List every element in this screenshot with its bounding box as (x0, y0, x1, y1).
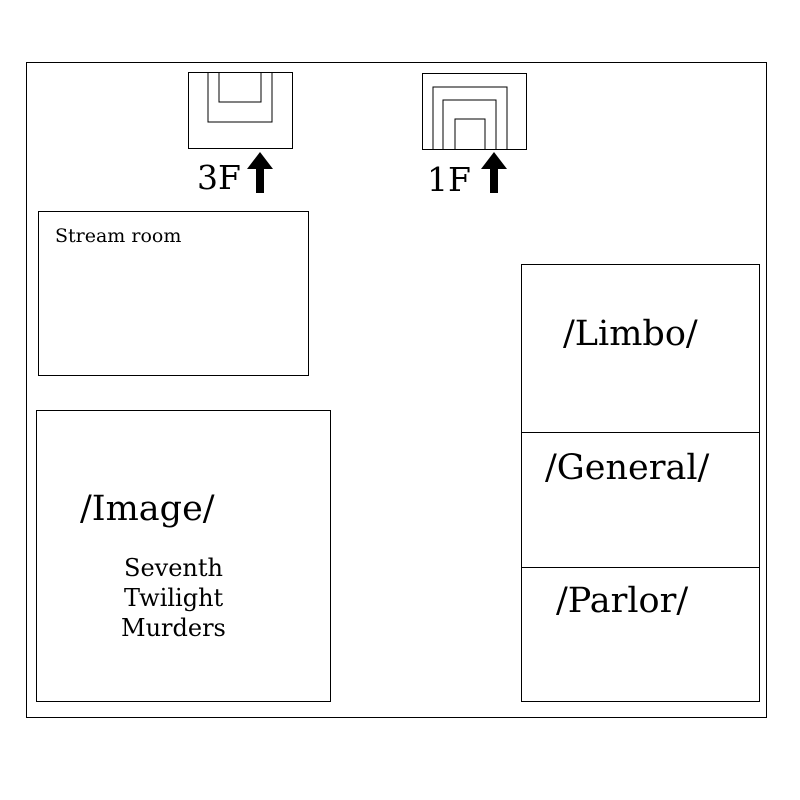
arrow-up-icon (247, 152, 273, 193)
general-room-label: /General/ (545, 448, 710, 488)
arrow-up-icon (481, 152, 507, 193)
image-room[interactable] (36, 410, 331, 702)
image-room-title: /Image/ (80, 489, 215, 529)
stream-room-label: Stream room (55, 225, 182, 247)
stairs-1f-label: 1F (427, 160, 471, 199)
image-room-subtitle-line-3: Murders (121, 614, 226, 642)
parlor-room-label: /Parlor/ (556, 581, 689, 621)
general-room[interactable] (521, 432, 760, 568)
parlor-room[interactable] (521, 567, 760, 702)
image-room-subtitle-line-2: Twilight (124, 584, 224, 612)
staircase-1f-icon[interactable] (422, 73, 527, 150)
limbo-room[interactable] (521, 264, 760, 433)
stream-room[interactable] (38, 211, 309, 376)
image-room-subtitle-line-1: Seventh (124, 554, 223, 582)
stairs-3f-label: 3F (197, 158, 241, 197)
staircase-3f-icon[interactable] (188, 72, 293, 149)
limbo-room-label: /Limbo/ (563, 314, 698, 354)
